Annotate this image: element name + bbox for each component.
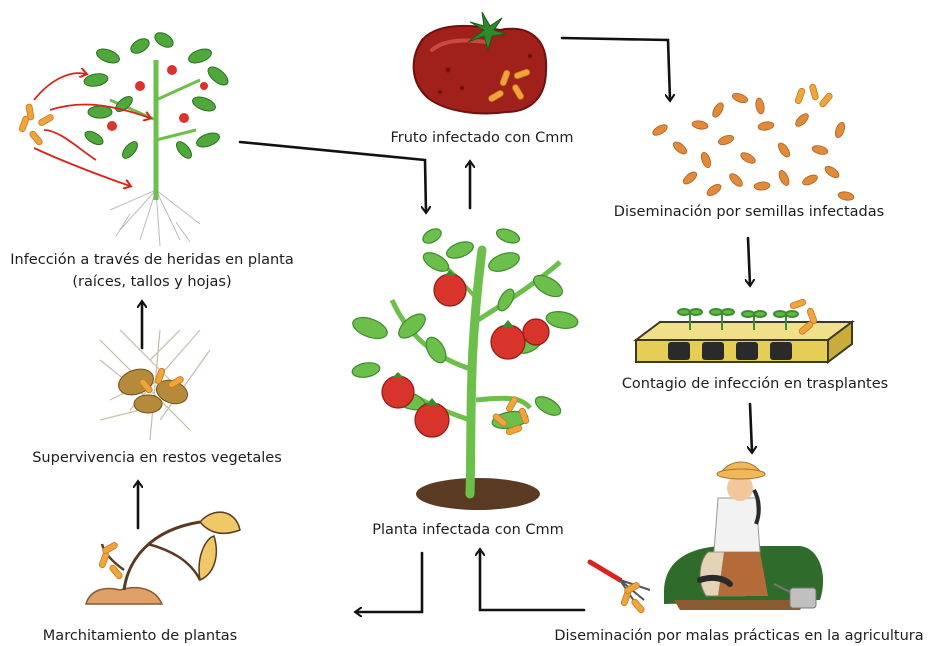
infected-fruit-icon bbox=[414, 12, 547, 113]
arrow-central-to-wilting bbox=[356, 553, 422, 612]
wilted-plant-icon bbox=[86, 512, 240, 604]
label-transplants: Contagio de infección en trasplantes bbox=[612, 374, 898, 394]
arrow-transplants-to-practices bbox=[750, 404, 752, 452]
label-wilting: Marchitamiento de plantas bbox=[30, 626, 250, 646]
farmer-icon bbox=[590, 462, 823, 614]
arrow-wounds-to-central bbox=[240, 142, 426, 212]
arrow-seeds-to-transplants bbox=[748, 238, 750, 285]
label-practices: Diseminación por malas prácticas en la a… bbox=[552, 626, 926, 646]
seeds-icon bbox=[651, 83, 855, 201]
label-seeds: Diseminación por semillas infectadas bbox=[604, 202, 894, 222]
tomato-plant-icon bbox=[350, 226, 579, 510]
plant-debris-icon bbox=[100, 330, 210, 440]
wounded-plant-icon bbox=[18, 30, 231, 246]
label-wounds-line2: (raíces, tallos y hojas) bbox=[0, 272, 304, 292]
seedling-tray-icon bbox=[636, 298, 852, 362]
label-central: Planta infectada con Cmm bbox=[358, 520, 578, 540]
label-survival: Supervivencia en restos vegetales bbox=[22, 448, 292, 468]
arrow-fruit-to-seeds bbox=[562, 38, 670, 100]
label-fruit: Fruto infectado con Cmm bbox=[382, 128, 582, 148]
label-wounds-line1: Infección a través de heridas en planta bbox=[0, 250, 304, 270]
arrow-practices-to-central bbox=[480, 550, 584, 610]
